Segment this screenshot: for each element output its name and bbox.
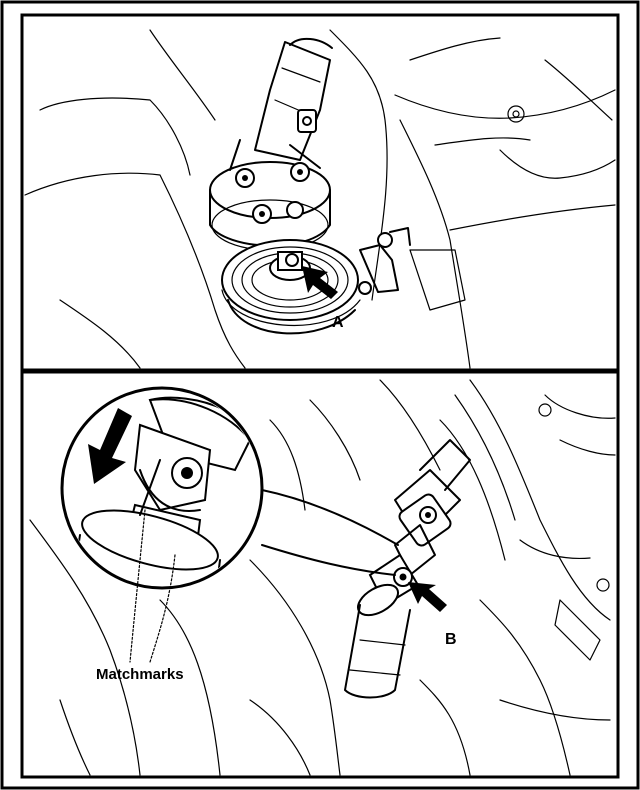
label-a: A xyxy=(332,314,344,331)
label-b: B xyxy=(445,631,457,648)
arrow-a-icon xyxy=(302,266,338,299)
top-panel: A xyxy=(20,13,620,372)
rotation-arrow-icon xyxy=(88,408,132,484)
bottom-panel: B Matchmarks xyxy=(20,370,620,779)
arrow-b-icon xyxy=(408,582,447,612)
matchmarks-label: Matchmarks xyxy=(96,666,184,683)
